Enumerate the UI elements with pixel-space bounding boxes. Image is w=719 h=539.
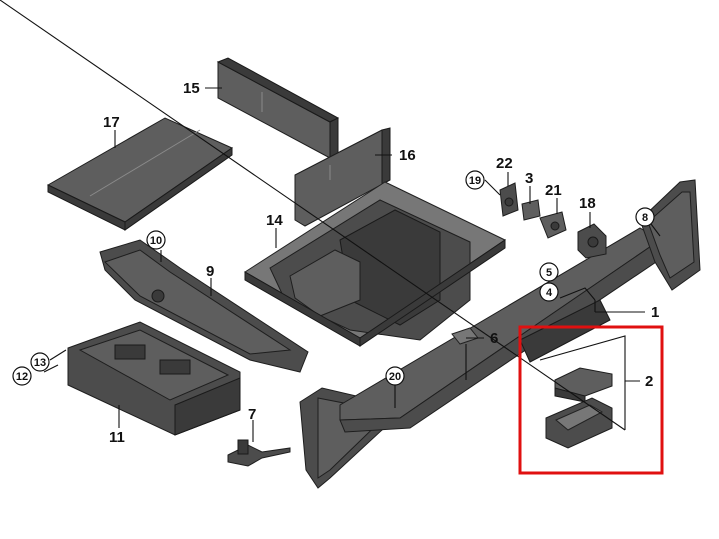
callout-19: 19 <box>465 170 485 190</box>
callout-21: 21 <box>545 182 562 199</box>
callout-9: 9 <box>206 263 214 280</box>
callout-22: 22 <box>496 155 513 172</box>
callout-15: 15 <box>183 80 200 97</box>
callout-labels: 15 17 16 22 3 21 18 14 9 1 6 2 7 11 <box>103 80 659 446</box>
svg-text:19: 19 <box>469 175 481 187</box>
svg-text:10: 10 <box>150 235 162 247</box>
callout-8: 8 <box>635 207 655 227</box>
part-14-storage-tub <box>244 181 506 347</box>
part-11-tool-tray <box>67 321 241 436</box>
callout-3: 3 <box>525 170 533 187</box>
callout-17: 17 <box>103 114 120 131</box>
callout-14: 14 <box>266 212 283 229</box>
callout-2: 2 <box>645 373 653 390</box>
callout-12: 12 <box>12 366 32 386</box>
highlight-box <box>518 325 664 475</box>
svg-text:20: 20 <box>389 371 401 383</box>
part-3-nut-plate <box>521 199 541 221</box>
callout-7: 7 <box>248 406 256 423</box>
callout-10: 10 <box>146 230 166 250</box>
svg-text:12: 12 <box>16 371 28 383</box>
callout-6: 6 <box>490 330 498 347</box>
part-7-bracket <box>227 439 291 467</box>
part-21-clip <box>539 211 567 239</box>
callout-18: 18 <box>579 195 596 212</box>
callout-16: 16 <box>399 147 416 164</box>
callout-11: 11 <box>109 429 125 446</box>
part-18-hook <box>577 223 607 259</box>
callout-13: 13 <box>30 352 50 372</box>
part-15-board <box>216 57 340 159</box>
part-2-cover-kit <box>545 367 613 449</box>
part-16-board <box>294 127 391 227</box>
part-17-floor-panel <box>46 117 234 231</box>
part-9-side-trim <box>99 239 309 373</box>
part-19-22-bracket <box>499 182 519 217</box>
part-8-pillar-trim <box>639 179 701 291</box>
circled-callouts: 19 8 10 5 4 13 12 20 <box>12 170 655 386</box>
svg-text:13: 13 <box>34 357 46 369</box>
svg-text:8: 8 <box>642 212 648 224</box>
callout-1: 1 <box>651 304 659 321</box>
callout-5: 5 <box>539 262 559 282</box>
callout-4: 4 <box>539 282 559 302</box>
svg-text:4: 4 <box>546 287 553 299</box>
callout-20: 20 <box>385 366 405 386</box>
svg-text:5: 5 <box>546 267 552 279</box>
